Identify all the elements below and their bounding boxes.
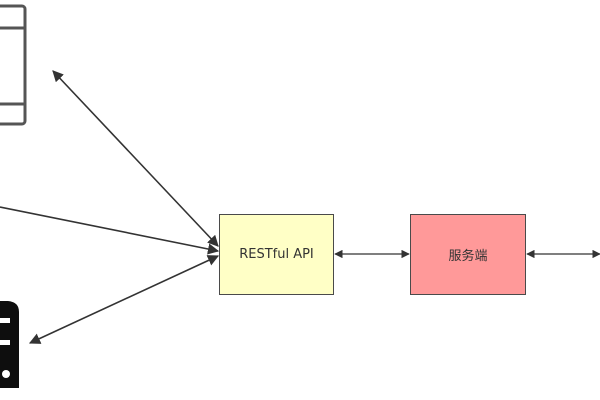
restful-api-node[interactable]: RESTful API bbox=[219, 214, 334, 295]
tablet-icon bbox=[0, 4, 27, 126]
server-label: 服务端 bbox=[448, 249, 488, 264]
connector-left-api bbox=[0, 206, 220, 255]
server-node[interactable]: 服务端 bbox=[410, 214, 526, 295]
server-icon bbox=[0, 301, 19, 388]
restful-api-label: RESTful API bbox=[239, 247, 314, 262]
connector-device-api bbox=[52, 70, 219, 247]
connector-server-icon-api bbox=[28, 255, 220, 344]
